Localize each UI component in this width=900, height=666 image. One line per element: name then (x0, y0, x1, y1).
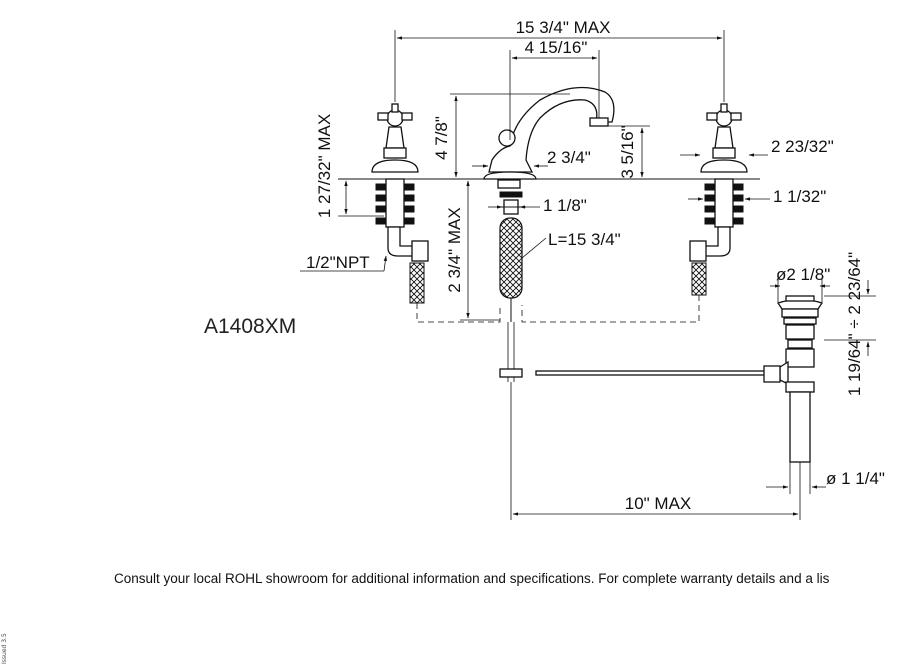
shank-diameter-label: 1 1/32" (773, 187, 826, 206)
footer-note: Consult your local ROHL showroom for add… (114, 571, 830, 586)
spout (483, 86, 615, 322)
supply-lines (416, 295, 700, 323)
spout-shank-label: 1 1/8" (543, 196, 587, 215)
drain-flange-label: ø2 1/8" (776, 265, 830, 284)
spout-base-label: 2 3/4" (547, 148, 591, 167)
handle-flange-label: 2 23/32" (771, 137, 834, 156)
spout-reach-label: 4 15/16" (525, 38, 588, 57)
overall-width-label: 15 3/4" MAX (516, 18, 611, 37)
dimension-lines (300, 30, 876, 520)
hose-length-label: L=15 3/4" (548, 230, 621, 249)
pop-up-rod (499, 322, 767, 520)
rod-reach-label: 10" MAX (625, 494, 692, 513)
drain-tailpiece-label: ø 1 1/4" (826, 469, 885, 488)
right-handle-valve (689, 103, 748, 296)
connection-label: 1/2"NPT (306, 253, 370, 272)
spout-clearance-label: 3 5/16" (618, 125, 637, 178)
dimension-labels: 15 3/4" MAX 4 15/16" 4 7/8" 3 5/16" 2 3/… (306, 18, 885, 513)
pop-up-drain (763, 295, 824, 463)
handle-height-label: 1 27/32" MAX (315, 114, 334, 218)
deck-thickness-label: 2 3/4" MAX (445, 207, 464, 292)
drain-height-range-label: 1 19/64" ÷ 2 23/64" (845, 252, 864, 396)
left-handle-valve (371, 103, 429, 304)
spout-height-label: 4 7/8" (432, 116, 451, 160)
side-note: Issued 3.5 (1, 633, 8, 664)
model-number: A1408XM (204, 315, 296, 338)
